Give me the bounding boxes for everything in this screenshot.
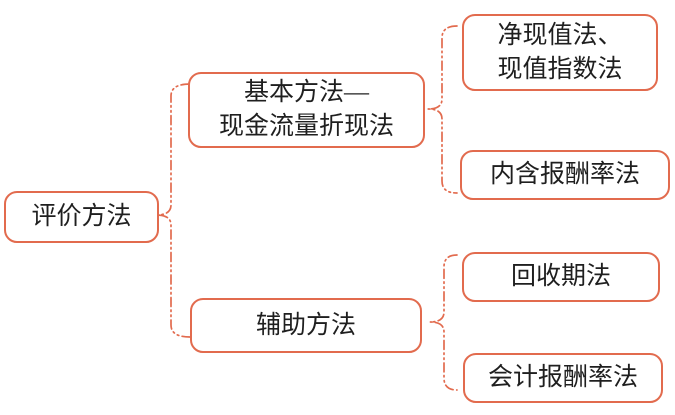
node-npv-pv-index: 净现值法、 现值指数法	[462, 14, 658, 91]
node-evaluation-methods-label: 评价方法	[31, 203, 132, 230]
node-accounting-rate-of-return-label: 会计报酬率法	[487, 364, 638, 391]
node-payback-period: 回收期法	[462, 252, 660, 302]
brace-root-to-branches	[155, 83, 191, 338]
node-internal-rate-of-return-label: 内含报酬率法	[489, 161, 640, 188]
brace-aux-to-children	[429, 254, 458, 391]
node-evaluation-methods: 评价方法	[4, 191, 159, 243]
node-basic-method-dcf: 基本方法— 现金流量折现法	[188, 72, 425, 148]
node-auxiliary-method-label: 辅助方法	[255, 311, 356, 339]
node-npv-pv-index-label: 净现值法、 现值指数法	[497, 21, 623, 83]
node-internal-rate-of-return: 内含报酬率法	[460, 150, 670, 200]
node-auxiliary-method: 辅助方法	[190, 298, 422, 353]
node-accounting-rate-of-return: 会计报酬率法	[463, 353, 663, 403]
node-payback-period-label: 回收期法	[510, 263, 611, 290]
node-basic-method-dcf-label: 基本方法— 现金流量折现法	[218, 79, 394, 140]
brace-basic-to-children	[427, 25, 458, 194]
